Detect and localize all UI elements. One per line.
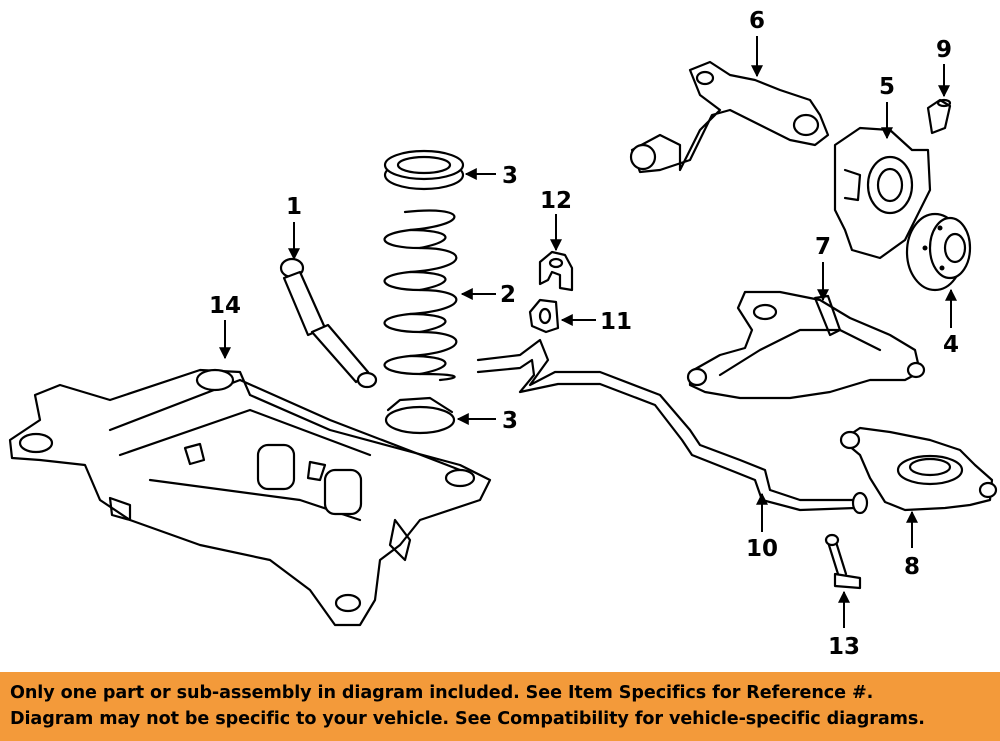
callout-4: 4 [943, 332, 959, 358]
knuckle [833, 126, 932, 260]
callout-13: 13 [828, 634, 860, 660]
stabilizer-bushing [528, 298, 560, 334]
callout-8: 8 [904, 554, 920, 580]
callout-1: 1 [286, 194, 302, 220]
hub-bearing [905, 212, 972, 292]
bushing [926, 98, 952, 135]
callout-10: 10 [746, 536, 778, 562]
callout-12: 12 [540, 188, 572, 214]
disclaimer-line-2: Diagram may not be specific to your vehi… [10, 709, 925, 729]
spring-lower-seat [384, 396, 456, 435]
disclaimer-banner: Only one part or sub-assembly in diagram… [0, 672, 1000, 741]
stabilizer-link [824, 533, 862, 590]
subframe-crossmember [8, 368, 492, 627]
upper-control-arm [629, 60, 830, 174]
callout-5: 5 [879, 74, 895, 100]
callout-2: 2 [500, 282, 516, 308]
callout-3-bottom: 3 [502, 408, 518, 434]
parts-diagram: 1 2 3 3 4 5 6 7 8 9 10 11 12 13 14 [8, 8, 998, 660]
lower-control-arm [686, 290, 926, 400]
shock-absorber [279, 257, 378, 389]
callout-labels: 1 2 3 3 4 5 6 7 8 9 10 11 12 13 14 [209, 8, 959, 660]
callout-3-top: 3 [502, 163, 518, 189]
stabilizer-bracket [538, 250, 574, 292]
trailing-arm [839, 426, 998, 512]
callout-9: 9 [936, 37, 952, 63]
leader-arrows [219, 36, 957, 628]
spring-upper-seat [383, 149, 465, 191]
callout-11: 11 [600, 309, 632, 335]
callout-7: 7 [815, 234, 831, 260]
disclaimer-line-1: Only one part or sub-assembly in diagram… [10, 683, 874, 703]
callout-6: 6 [749, 8, 765, 34]
callout-14: 14 [209, 293, 241, 319]
coil-spring [383, 209, 458, 382]
